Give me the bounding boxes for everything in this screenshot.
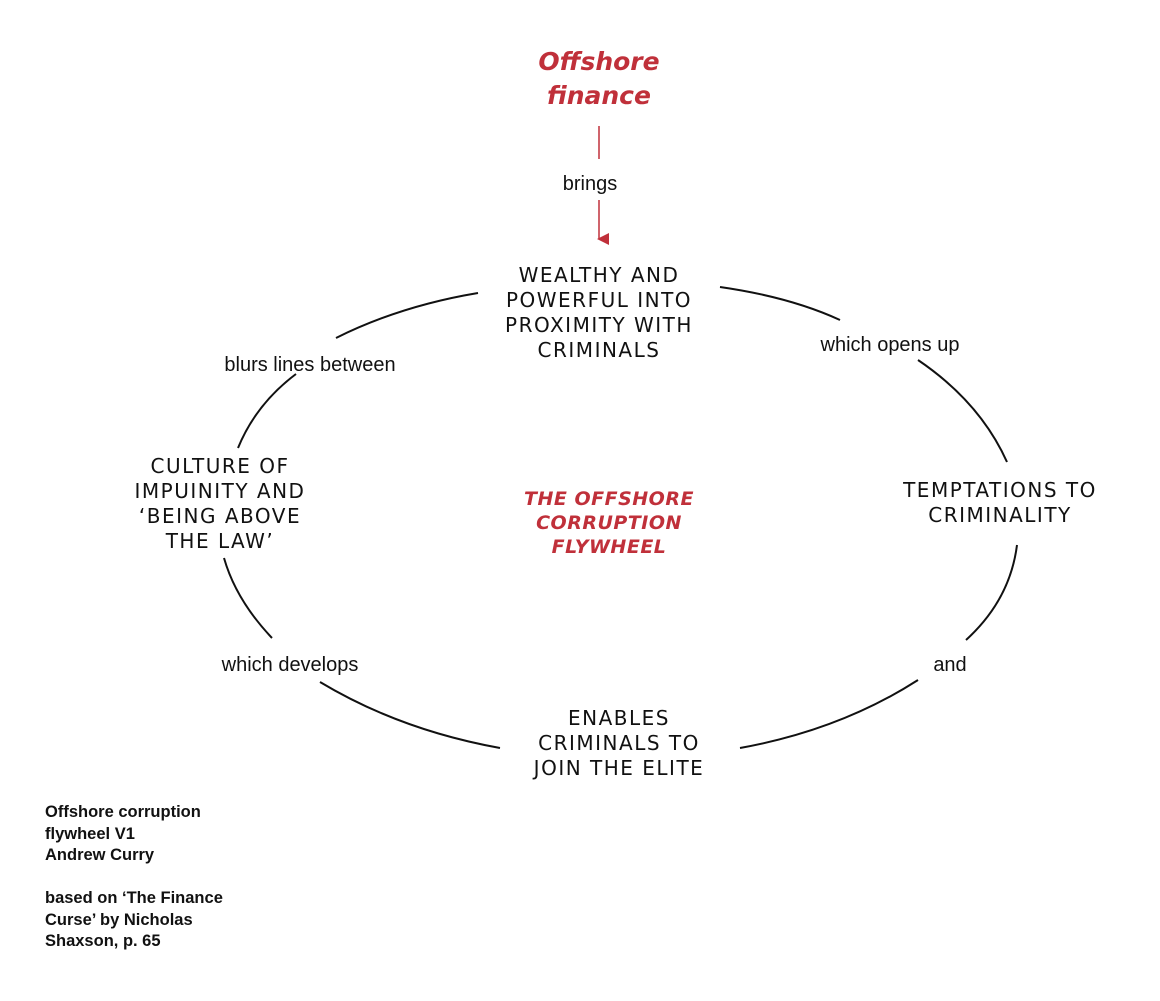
credits-source-line-3: Shaxson, p. 65: [45, 932, 161, 950]
edge-label-brings: brings: [563, 173, 617, 195]
source-line-2: finance: [547, 81, 651, 110]
node-wealthy-line-3: PROXIMITY WITH: [505, 313, 693, 337]
arc-culture-to-blurs: [237, 373, 297, 449]
center-title-line-1: THE OFFSHORE: [524, 488, 694, 510]
credits-line-3: Andrew Curry: [45, 846, 155, 864]
credits-source-line-2: Curse’ by Nicholas: [45, 910, 193, 929]
source-line-1: Offshore: [538, 47, 659, 76]
credits-spacer: [45, 867, 285, 889]
arc-blurs-to-wealthy: [335, 292, 479, 339]
center-title-line-3: FLYWHEEL: [552, 536, 667, 558]
edge-label-and: and: [933, 654, 966, 676]
center-title: THE OFFSHORE CORRUPTION FLYWHEEL: [524, 488, 694, 558]
node-wealthy-line-2: POWERFUL INTO: [506, 288, 692, 312]
credits-line-2: flywheel V1: [45, 824, 135, 843]
credits-source-line-1: based on ‘The Finance: [45, 889, 223, 907]
node-culture-line-3: ‘BEING ABOVE: [139, 504, 301, 528]
node-temptations: TEMPTATIONS TO CRIMINALITY: [902, 478, 1097, 527]
node-wealthy-line-4: CRIMINALS: [538, 338, 661, 362]
arc-and-to-enables: [739, 679, 919, 749]
node-temptations-line-1: TEMPTATIONS TO: [902, 478, 1097, 502]
node-temptations-line-2: CRIMINALITY: [928, 503, 1072, 527]
node-enables-line-2: CRIMINALS TO: [538, 731, 700, 755]
node-enables-criminals: ENABLES CRIMINALS TO JOIN THE ELITE: [532, 706, 705, 780]
arc-temptations-to-and: [965, 544, 1018, 641]
edge-label-which-develops: which develops: [221, 654, 359, 676]
source-node-offshore-finance: Offshore finance: [538, 47, 659, 110]
arc-enables-to-develops: [319, 681, 501, 749]
node-culture-of-impunity: CULTURE OF IMPUINITY AND ‘BEING ABOVE TH…: [135, 454, 306, 553]
node-culture-line-4: THE LAW’: [165, 529, 275, 553]
arc-wealthy-to-opens: [719, 286, 841, 321]
edge-label-which-opens-up: which opens up: [820, 334, 960, 356]
credits-block: Offshore corruption flywheel V1 Andrew C…: [45, 802, 285, 953]
node-wealthy-line-1: WEALTHY AND: [519, 263, 680, 287]
node-culture-line-2: IMPUINITY AND: [135, 479, 306, 503]
edge-label-blurs-lines-between: blurs lines between: [224, 354, 395, 376]
arc-develops-to-culture: [223, 557, 273, 639]
credits-line-1: Offshore corruption: [45, 803, 201, 821]
node-enables-line-1: ENABLES: [568, 706, 670, 730]
node-culture-line-1: CULTURE OF: [151, 454, 290, 478]
node-enables-line-3: JOIN THE ELITE: [532, 756, 705, 780]
center-title-line-2: CORRUPTION: [536, 512, 682, 534]
arc-opens-to-temptations: [917, 359, 1008, 463]
node-wealthy-and-powerful: WEALTHY AND POWERFUL INTO PROXIMITY WITH…: [505, 263, 693, 362]
